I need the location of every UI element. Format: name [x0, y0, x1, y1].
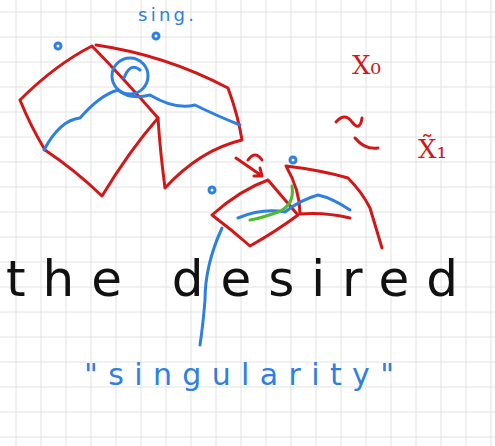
red-surfaces — [20, 45, 382, 248]
space-label: X̃₁ — [418, 136, 447, 162]
caption-text: the desired — [6, 254, 475, 304]
singularity-label: "singularity" — [84, 360, 404, 390]
singularity-note: sing. — [138, 6, 197, 24]
space-label: X₀ — [352, 52, 381, 78]
green-curve — [250, 186, 292, 220]
